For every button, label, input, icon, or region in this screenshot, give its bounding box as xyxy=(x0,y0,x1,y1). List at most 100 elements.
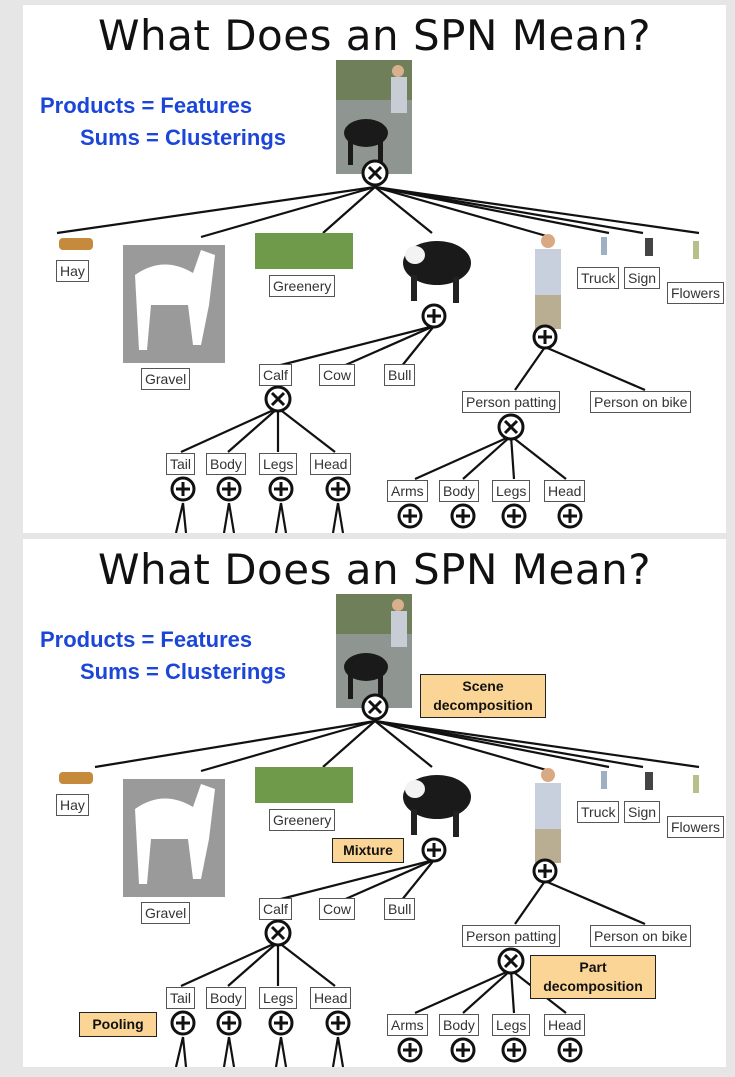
product-node-calf xyxy=(264,385,292,413)
label-truck: Truck xyxy=(577,801,620,823)
sum-node-head xyxy=(325,1010,351,1036)
label-legs-person: Legs xyxy=(492,480,531,502)
annotation-text: Scene xyxy=(462,678,504,694)
legend-sums: Sums = Clusterings xyxy=(80,659,287,684)
hay-image xyxy=(59,772,93,784)
person-image xyxy=(535,783,561,829)
sum-node-cow xyxy=(421,303,447,329)
product-node-person-patting xyxy=(497,947,525,975)
sum-node-arms xyxy=(397,1037,423,1063)
slide-title: What Does an SPN Mean? xyxy=(97,11,651,60)
label-flowers: Flowers xyxy=(667,816,725,838)
truck-image xyxy=(601,771,607,789)
object-images xyxy=(59,233,699,363)
label-person-on-bike: Person on bike xyxy=(590,925,692,947)
label-greenery: Greenery xyxy=(269,809,336,831)
label-bull: Bull xyxy=(384,364,416,386)
label-tail: Tail xyxy=(166,987,196,1009)
label-body-person: Body xyxy=(439,1014,479,1036)
label-arms: Arms xyxy=(387,480,428,502)
legend-sums: Sums = Clusterings xyxy=(80,125,287,150)
sum-node-legs xyxy=(268,476,294,502)
label-person-patting: Person patting xyxy=(462,925,561,947)
label-legs: Legs xyxy=(259,453,298,475)
product-node-top xyxy=(361,693,389,721)
sum-node-person xyxy=(532,858,558,884)
label-calf: Calf xyxy=(259,364,292,386)
sum-node-legs-person xyxy=(501,503,527,529)
flowers-image xyxy=(693,775,699,793)
greenery-image xyxy=(255,767,353,803)
annotation-scene-decomposition: Scene decomposition xyxy=(420,674,546,718)
product-node-person-patting xyxy=(497,413,525,441)
nodes xyxy=(170,693,583,1063)
label-cow: Cow xyxy=(319,364,356,386)
sum-node-head xyxy=(325,476,351,502)
label-legs-person: Legs xyxy=(492,1014,531,1036)
label-tail: Tail xyxy=(166,453,196,475)
annotation-mixture: Mixture xyxy=(332,838,404,863)
label-sign: Sign xyxy=(624,267,661,289)
product-node-calf xyxy=(264,919,292,947)
sum-node-tail xyxy=(170,1010,196,1036)
slide-2: What Does an SPN Mean? Products = Featur… xyxy=(23,539,726,1067)
top-edges xyxy=(56,185,700,533)
label-head: Head xyxy=(310,987,352,1009)
label-legs: Legs xyxy=(259,987,298,1009)
spn-graph xyxy=(56,60,700,533)
label-truck: Truck xyxy=(577,267,620,289)
annotation-text: decomposition xyxy=(433,697,533,713)
top-edges xyxy=(94,719,700,1067)
sum-node-cow xyxy=(421,837,447,863)
annotation-text: Part xyxy=(579,959,607,975)
sum-node-person xyxy=(532,324,558,350)
label-person-on-bike: Person on bike xyxy=(590,391,692,413)
product-node-top xyxy=(361,159,389,187)
greenery-image xyxy=(255,233,353,269)
slide-1: What Does an SPN Mean? Products = Featur… xyxy=(23,5,726,533)
label-gravel: Gravel xyxy=(141,368,191,390)
sum-node-body xyxy=(216,476,242,502)
label-gravel: Gravel xyxy=(141,902,191,924)
object-images xyxy=(59,767,699,897)
label-body: Body xyxy=(206,453,246,475)
sum-node-arms xyxy=(397,503,423,529)
label-cow: Cow xyxy=(319,898,356,920)
label-flowers: Flowers xyxy=(667,282,725,304)
sum-node-legs xyxy=(268,1010,294,1036)
label-bull: Bull xyxy=(384,898,416,920)
annotation-text: decomposition xyxy=(543,978,643,994)
sum-node-head-person xyxy=(557,503,583,529)
sum-node-body-person xyxy=(450,1037,476,1063)
person-image xyxy=(535,249,561,295)
label-hay: Hay xyxy=(56,260,89,282)
legend-products: Products = Features xyxy=(40,627,253,652)
label-hay: Hay xyxy=(56,794,89,816)
sum-node-tail xyxy=(170,476,196,502)
scene-photo xyxy=(336,60,412,174)
label-person-patting: Person patting xyxy=(462,391,561,413)
sum-node-body-person xyxy=(450,503,476,529)
annotation-part-decomposition: Part decomposition xyxy=(530,955,656,999)
hay-image xyxy=(59,238,93,250)
scene-photo xyxy=(336,594,412,708)
label-head-person: Head xyxy=(544,1014,586,1036)
spn-graph xyxy=(59,594,700,1067)
truck-image xyxy=(601,237,607,255)
slide-title: What Does an SPN Mean? xyxy=(97,545,651,594)
label-calf: Calf xyxy=(259,898,292,920)
annotation-pooling: Pooling xyxy=(79,1012,157,1037)
sum-node-legs-person xyxy=(501,1037,527,1063)
label-body: Body xyxy=(206,987,246,1009)
sum-node-head-person xyxy=(557,1037,583,1063)
label-body-person: Body xyxy=(439,480,479,502)
sign-image xyxy=(645,772,653,790)
label-sign: Sign xyxy=(624,801,661,823)
sum-node-body xyxy=(216,1010,242,1036)
flowers-image xyxy=(693,241,699,259)
label-arms: Arms xyxy=(387,1014,428,1036)
nodes xyxy=(170,159,583,529)
legend-products: Products = Features xyxy=(40,93,253,118)
label-greenery: Greenery xyxy=(269,275,336,297)
sign-image xyxy=(645,238,653,256)
